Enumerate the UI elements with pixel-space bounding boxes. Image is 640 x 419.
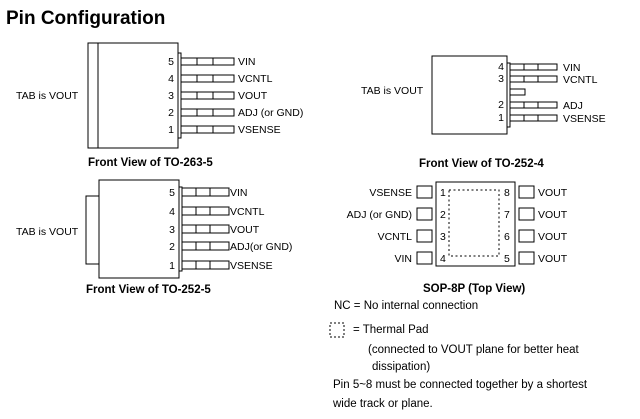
thermal-pad [448,189,500,257]
to252-4-leads [509,63,558,122]
sop8-left-pin-num: 4 [440,253,446,265]
sop8-left-pin-num: 3 [440,231,446,243]
page-title: Pin Configuration [6,8,166,29]
sop8-package [416,181,535,267]
sop8-right-leads [518,185,535,265]
sop8-right-pin-num: 6 [504,231,510,243]
sop8-caption: SOP-8P (Top View) [423,283,525,295]
to252-4-caption: Front View of TO-252-4 [419,158,544,170]
to252-5-pin-name: VSENSE [230,260,273,272]
sop8-right-pin-name: VOUT [538,187,568,199]
to263-5-pin-name: VOUT [238,90,268,102]
sop8-left-leads [416,185,433,265]
to263-5-pin-num: 1 [168,124,174,136]
sop8-left-pin-num: 1 [440,187,446,199]
sop8-right-pin-name: VOUT [538,209,568,221]
to263-5-pin-name: ADJ (or GND) [238,107,303,119]
to263-5-pin-num: 3 [168,90,174,102]
sop8-left-pin-num: 2 [440,209,446,221]
to263-5-pin-name: VIN [238,56,256,68]
thermal-pad-detail-1: (connected to VOUT plane for better heat [368,344,579,356]
to252-4-pin-name: VCNTL [563,74,598,86]
to252-4-tab-label: TAB is VOUT [361,85,424,97]
pins-note-1: Pin 5~8 must be connected together by a … [333,379,588,391]
to252-5-package [85,179,230,279]
to252-4-pin-num: 4 [498,61,504,73]
nc-note: NC = No internal connection [334,300,479,312]
to263-5-leads [180,57,235,134]
to263-5-pin-name: VCNTL [238,73,273,85]
to252-4-pin-name: ADJ [563,100,583,112]
to252-5-pin-num: 2 [169,241,175,253]
to252-5-pin-num: 3 [169,224,175,236]
thermal-pad-legend-icon [329,322,345,338]
thermal-pad-detail-2: dissipation) [372,361,431,373]
to252-5-pin-name: VCNTL [230,206,265,218]
to252-4-pin-name: VIN [563,62,581,74]
to263-5-pin-num: 2 [168,107,174,119]
to252-5-pin-num: 1 [169,260,175,272]
sop8-left-pin-name: VCNTL [378,231,413,243]
to252-5-pin-num: 4 [169,206,175,218]
to252-4-pin-name: VSENSE [563,113,606,125]
to263-5-pin-num: 5 [168,56,174,68]
sop8-right-pin-num: 7 [504,209,510,221]
to252-4-pin-num: 2 [498,99,504,111]
to252-5-pin-name: ADJ(or GND) [230,241,292,253]
sop8-right-pin-name: VOUT [538,231,568,243]
to252-4-pin-num: 3 [498,73,504,85]
to252-5-leads [181,187,230,270]
sop8-right-pin-num: 5 [504,253,510,265]
sop8-left-pin-name: VSENSE [369,187,412,199]
to252-5-pin-num: 5 [169,187,175,199]
to252-5-pin-name: VOUT [230,224,260,236]
to252-4-package [431,55,558,135]
to263-5-pin-num: 4 [168,73,174,85]
pins-note-2: wide track or plane. [333,398,433,410]
sop8-right-pin-name: VOUT [538,253,568,265]
to252-4-pin-num: 1 [498,112,504,124]
to263-5-tab-label: TAB is VOUT [16,90,79,102]
to263-5-pin-name: VSENSE [238,124,281,136]
sop8-right-pin-num: 8 [504,187,510,199]
sop8-left-pin-name: VIN [394,253,412,265]
to252-5-caption: Front View of TO-252-5 [86,284,211,296]
thermal-pad-note: = Thermal Pad [353,324,429,336]
to263-5-package [87,42,235,149]
to263-5-caption: Front View of TO-263-5 [88,157,213,169]
to252-5-pin-name: VIN [230,187,248,199]
to252-5-tab-label: TAB is VOUT [16,226,79,238]
sop8-left-pin-name: ADJ (or GND) [347,209,412,221]
